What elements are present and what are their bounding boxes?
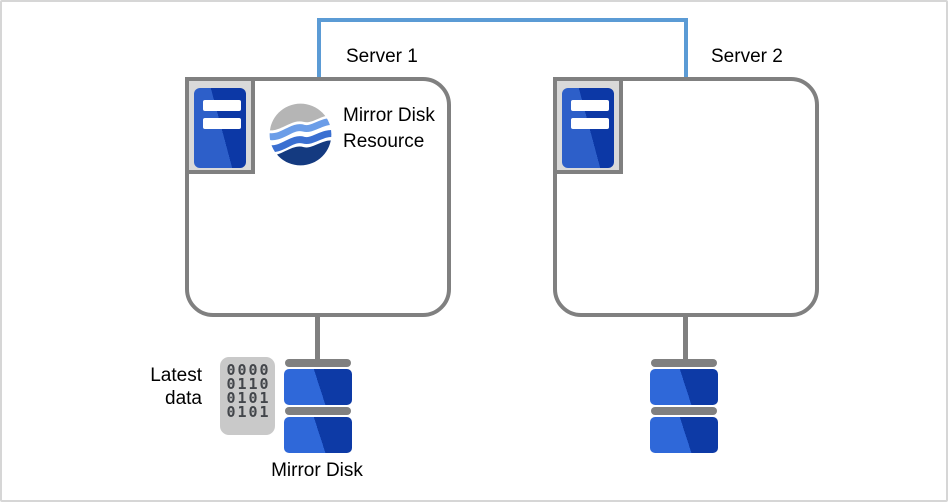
binary-row: 0000: [226, 361, 271, 379]
mirror-disk-resource-label: Mirror Disk Resource: [343, 105, 435, 152]
tower-slot-bar: [571, 118, 609, 129]
server1-tower-icon: [194, 88, 246, 168]
server1-mirror-disk-icon: [284, 359, 352, 453]
server2-disk-connector: [683, 313, 688, 362]
server-interconnect-line: [317, 18, 688, 77]
server1-disk-connector: [315, 313, 320, 362]
server1-icon-frame: [185, 77, 255, 174]
disk-bar: [651, 359, 717, 367]
server2-mirror-disk-icon: [650, 359, 718, 453]
server2-label: Server 2: [711, 46, 783, 67]
server1-label: Server 1: [346, 46, 418, 67]
disk-bar: [285, 407, 351, 415]
mirror-disk-resource-icon: [269, 103, 332, 166]
tower-slot-bar: [203, 118, 241, 129]
server2-tower-icon: [562, 88, 614, 168]
disk-platter: [284, 369, 352, 405]
tower-slot-bar: [203, 100, 241, 111]
binary-row: 0101: [226, 389, 271, 407]
disk-platter: [284, 417, 352, 453]
mirror-disk-label: Mirror Disk: [271, 460, 363, 481]
swirl-light-blue-band: [269, 118, 332, 141]
swirl-mid-blue-band: [269, 130, 332, 153]
disk-platter: [650, 417, 718, 453]
binary-row: 0110: [226, 375, 271, 393]
disk-bar: [285, 359, 351, 367]
latest-data-label: Latest data: [150, 365, 202, 409]
binary-data-icon: 0000 0110 0101 0101: [220, 357, 275, 435]
tower-slot-bar: [571, 100, 609, 111]
disk-bar: [651, 407, 717, 415]
server2-icon-frame: [553, 77, 623, 174]
binary-row: 0101: [226, 403, 271, 421]
disk-platter: [650, 369, 718, 405]
